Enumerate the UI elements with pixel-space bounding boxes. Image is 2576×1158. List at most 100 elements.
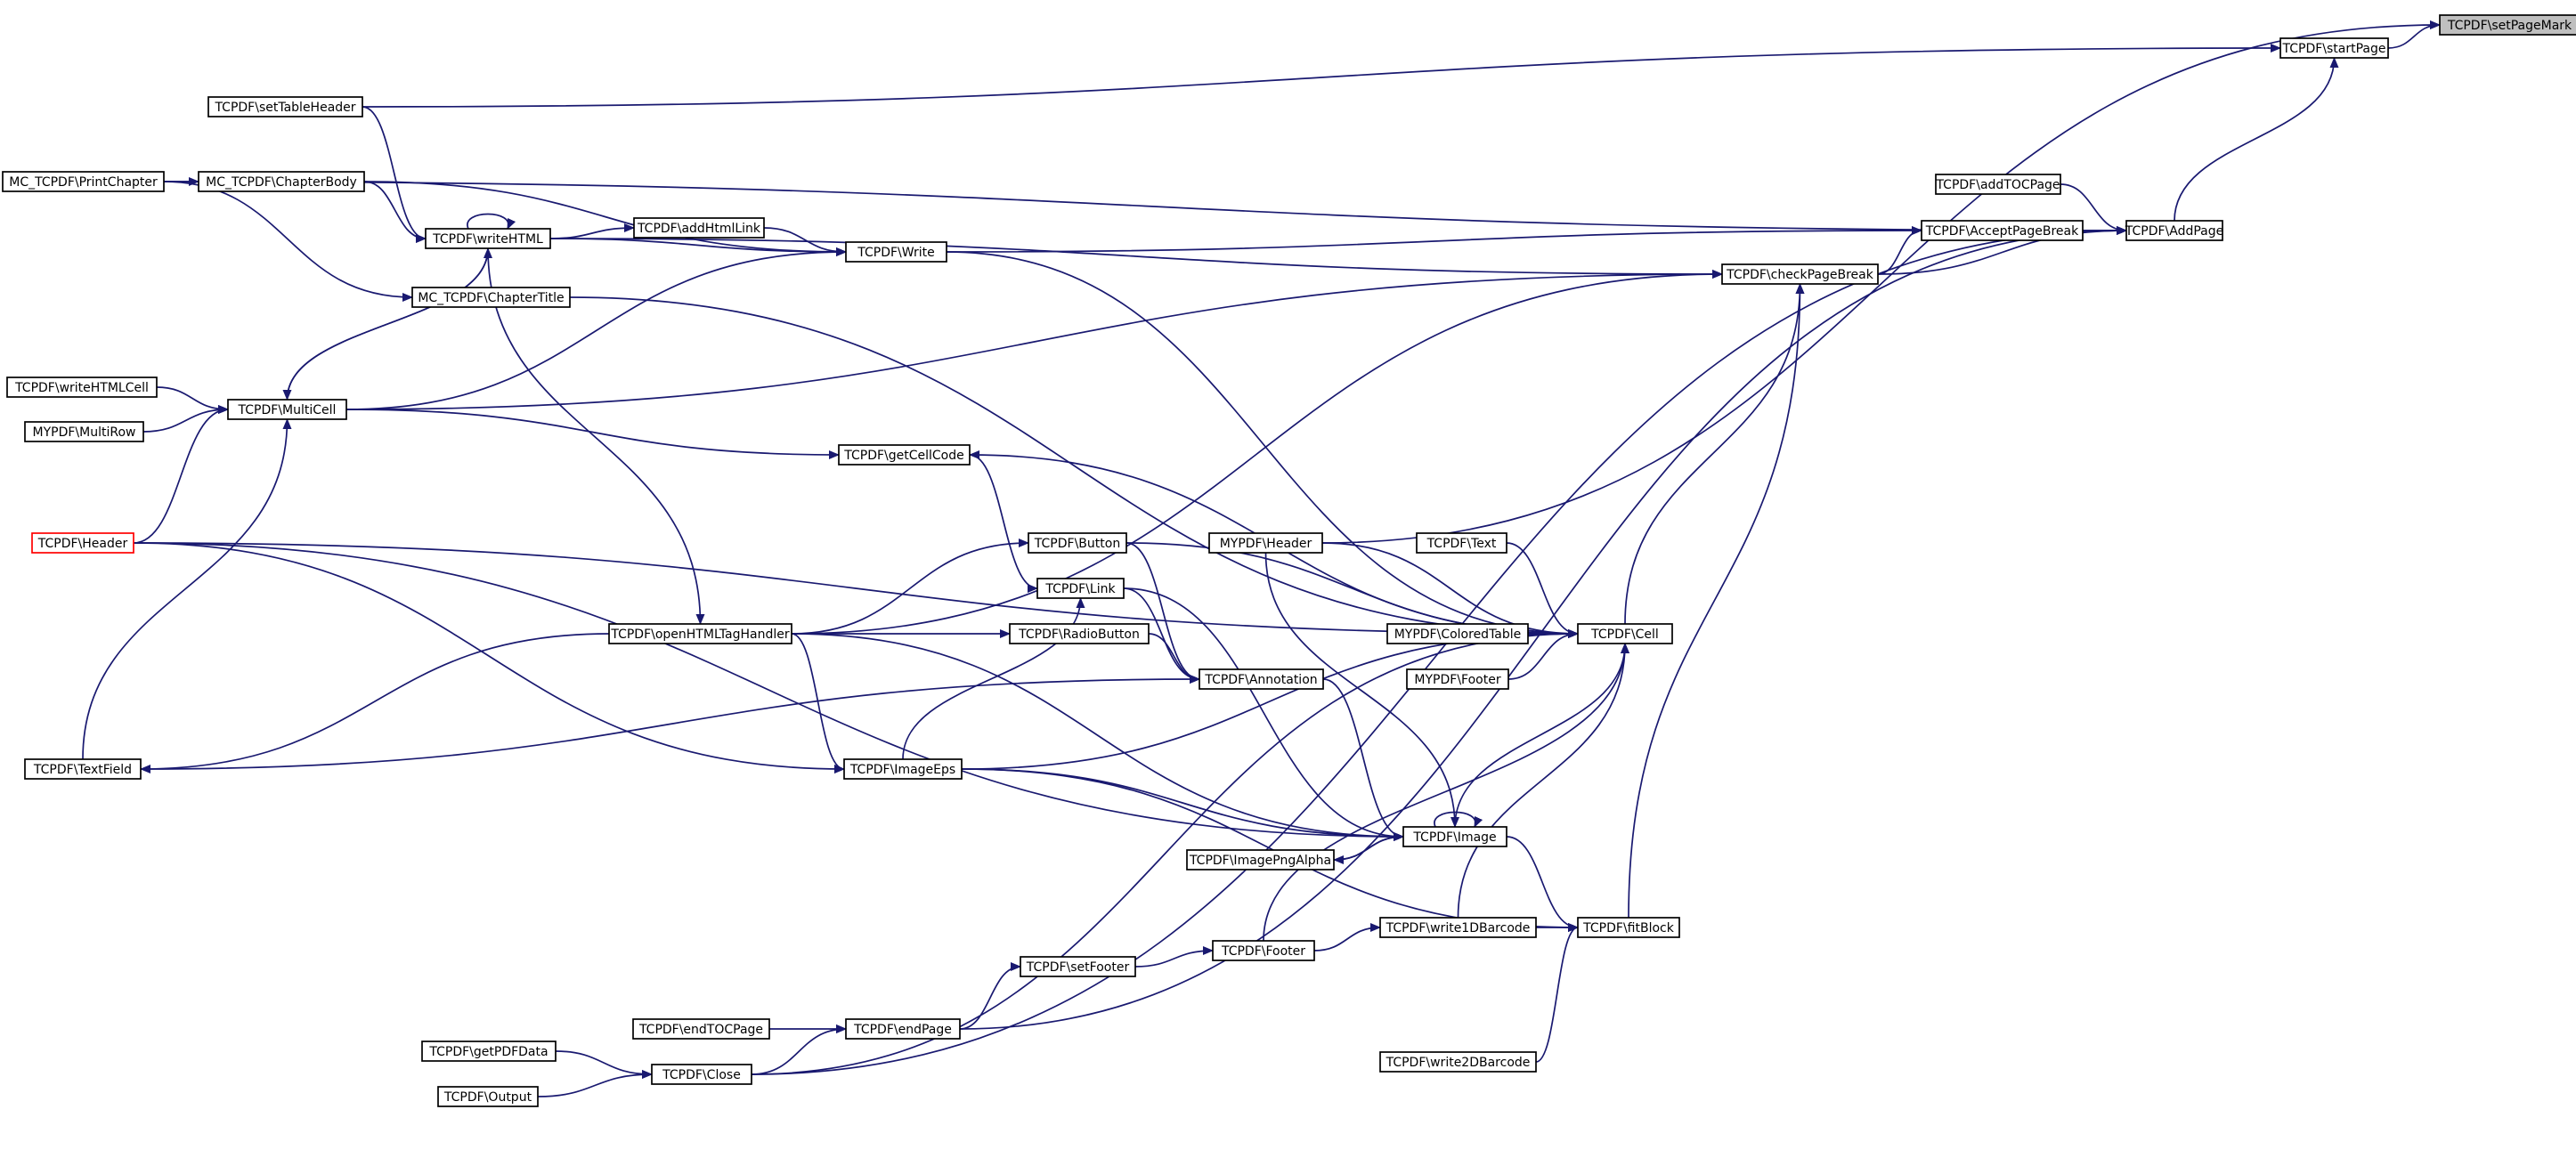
edge-setFooter-to-Footer <box>1134 946 1214 968</box>
node-label: TCPDF\write1DBarcode <box>1386 921 1531 935</box>
node-ColoredTable[interactable]: MYPDF\ColoredTable <box>1386 623 1529 644</box>
node-box <box>31 532 134 554</box>
node-ImagePngAlpha[interactable]: TCPDF\ImagePngAlpha <box>1186 849 1335 871</box>
node-ImageEps[interactable]: TCPDF\ImageEps <box>843 758 963 780</box>
edge-line <box>1134 946 1214 968</box>
edge-line <box>1321 542 1579 638</box>
edge-Write-to-AcceptPageBreak <box>946 226 1922 253</box>
node-label: TCPDF\Write <box>857 246 934 260</box>
edge-addHtmlLink-to-Write <box>763 227 847 256</box>
node-write1DBarcode[interactable]: TCPDF\write1DBarcode <box>1379 917 1537 938</box>
node-MultiCell[interactable]: TCPDF\MultiCell <box>227 399 347 420</box>
edge-line <box>1322 678 1404 841</box>
node-label: MC_TCPDF\ChapterTitle <box>418 291 564 305</box>
node-endPage[interactable]: TCPDF\endPage <box>845 1018 961 1040</box>
edge-line <box>1624 283 1805 625</box>
edge-Image-to-Cell <box>1454 643 1629 828</box>
node-box <box>1212 940 1315 961</box>
node-ChapterBody[interactable]: MC_TCPDF\ChapterBody <box>198 171 365 192</box>
node-Image[interactable]: TCPDF\Image <box>1402 826 1507 847</box>
edge-MultiRow-to-MultiCell <box>142 405 229 433</box>
node-Cell[interactable]: TCPDF\Cell <box>1577 623 1673 644</box>
edge-Close-to-endPage <box>751 1024 847 1075</box>
edge-setTableHeader-to-startPage <box>362 44 2281 108</box>
node-addTOCPage[interactable]: TCPDF\addTOCPage <box>1935 174 2061 195</box>
edge-line <box>946 251 1579 638</box>
node-TextField[interactable]: TCPDF\TextField <box>24 758 142 780</box>
node-MYPDFHeader[interactable]: MYPDF\Header <box>1208 532 1323 554</box>
node-Write[interactable]: TCPDF\Write <box>845 241 947 263</box>
edge-line <box>1125 542 1200 684</box>
node-PrintChapter[interactable]: MC_TCPDF\PrintChapter <box>2 171 165 192</box>
edge-MYPDFHeader-to-Cell <box>1321 542 1579 638</box>
edge-line <box>163 181 2127 235</box>
node-box <box>843 758 963 780</box>
node-Footer[interactable]: TCPDF\Footer <box>1212 940 1315 961</box>
node-write2DBarcode[interactable]: TCPDF\write2DBarcode <box>1379 1051 1537 1073</box>
node-Output[interactable]: TCPDF\Output <box>437 1086 539 1107</box>
node-startPage[interactable]: TCPDF\startPage <box>2279 37 2389 59</box>
edge-MultiCell-to-getCellCode <box>345 409 840 459</box>
node-label: TCPDF\fitBlock <box>1582 921 1675 935</box>
edge-Write-to-Cell <box>946 251 1579 638</box>
node-MultiRow[interactable]: MYPDF\MultiRow <box>24 421 144 442</box>
edge-getPDFData-to-Close <box>555 1050 653 1079</box>
node-label: MC_TCPDF\ChapterBody <box>206 175 357 190</box>
node-AcceptPageBreak[interactable]: TCPDF\AcceptPageBreak <box>1921 220 2084 241</box>
node-label: TCPDF\ImagePngAlpha <box>1189 854 1331 868</box>
edge-line <box>133 542 1579 638</box>
node-MYPDFFooter[interactable]: MYPDF\Footer <box>1406 668 1509 690</box>
edge-line <box>959 226 2127 1030</box>
edge-Footer-to-Cell <box>1263 643 1629 942</box>
node-box <box>1577 917 1680 938</box>
edge-line <box>969 454 1038 593</box>
edge-MultiCell-to-checkPageBreak <box>345 270 1723 410</box>
edge-ChapterBody-to-writeHTML <box>363 181 427 243</box>
node-TCPDFHeader[interactable]: TCPDF\Header <box>31 532 134 554</box>
node-getCellCode[interactable]: TCPDF\getCellCode <box>838 444 971 466</box>
edge-line <box>1264 552 1459 828</box>
node-Annotation[interactable]: TCPDF\Annotation <box>1199 668 1324 690</box>
node-Text[interactable]: TCPDF\Text <box>1416 532 1507 554</box>
node-openHTMLTagHandler[interactable]: TCPDF\openHTMLTagHandler <box>608 623 792 644</box>
node-writeHTMLCell[interactable]: TCPDF\writeHTMLCell <box>6 377 158 398</box>
node-RadioButton[interactable]: TCPDF\RadioButton <box>1009 623 1150 644</box>
node-label: TCPDF\Output <box>443 1090 532 1105</box>
node-AddPage[interactable]: TCPDF\AddPage <box>2125 220 2224 241</box>
node-setPageMark[interactable]: TCPDF\setPageMark <box>2439 14 2576 36</box>
node-label: TCPDF\endTOCPage <box>638 1023 763 1037</box>
node-checkPageBreak[interactable]: TCPDF\checkPageBreak <box>1721 263 1879 285</box>
node-setTableHeader[interactable]: TCPDF\setTableHeader <box>207 96 363 117</box>
edge-TextField-to-MultiCell <box>82 418 292 760</box>
edge-write1DBarcode-to-Cell <box>1457 643 1629 919</box>
node-endTOCPage[interactable]: TCPDF\endTOCPage <box>632 1018 770 1040</box>
node-label: TCPDF\writeHTMLCell <box>14 381 149 395</box>
node-box <box>437 1086 539 1107</box>
edge-line <box>751 629 1579 1075</box>
edge-line <box>1313 923 1381 952</box>
node-label: TCPDF\Cell <box>1590 628 1659 642</box>
node-addHtmlLink[interactable]: TCPDF\addHtmlLink <box>633 217 765 239</box>
edge-line <box>763 227 847 256</box>
node-getPDFData[interactable]: TCPDF\getPDFData <box>421 1041 557 1062</box>
edge-ImagePngAlpha-to-Image <box>1333 832 1404 861</box>
node-writeHTML[interactable]: TCPDF\writeHTML <box>425 228 551 249</box>
edge-writeHTML-to-openHTMLTagHandler <box>487 247 705 625</box>
edge-Image-to-fitBlock <box>1506 836 1579 932</box>
edge-TCPDFHeader-to-MultiCell <box>133 405 229 544</box>
edge-openHTMLTagHandler-to-Button <box>791 539 1029 635</box>
node-Close[interactable]: TCPDF\Close <box>651 1064 752 1085</box>
node-Button[interactable]: TCPDF\Button <box>1028 532 1127 554</box>
edge-Image-to-Image <box>1434 811 1483 828</box>
node-label: TCPDF\getPDFData <box>428 1045 548 1059</box>
edge-line <box>140 675 1200 770</box>
node-box <box>1036 578 1125 599</box>
node-box <box>845 1018 961 1040</box>
node-label: TCPDF\checkPageBreak <box>1726 268 1874 282</box>
node-label: TCPDF\MultiCell <box>238 403 337 417</box>
edge-write2DBarcode-to-fitBlock <box>1535 923 1579 1063</box>
node-ChapterTitle[interactable]: MC_TCPDF\ChapterTitle <box>411 287 571 308</box>
node-setFooter[interactable]: TCPDF\setFooter <box>1020 956 1136 977</box>
node-fitBlock[interactable]: TCPDF\fitBlock <box>1577 917 1680 938</box>
node-Link[interactable]: TCPDF\Link <box>1036 578 1125 599</box>
